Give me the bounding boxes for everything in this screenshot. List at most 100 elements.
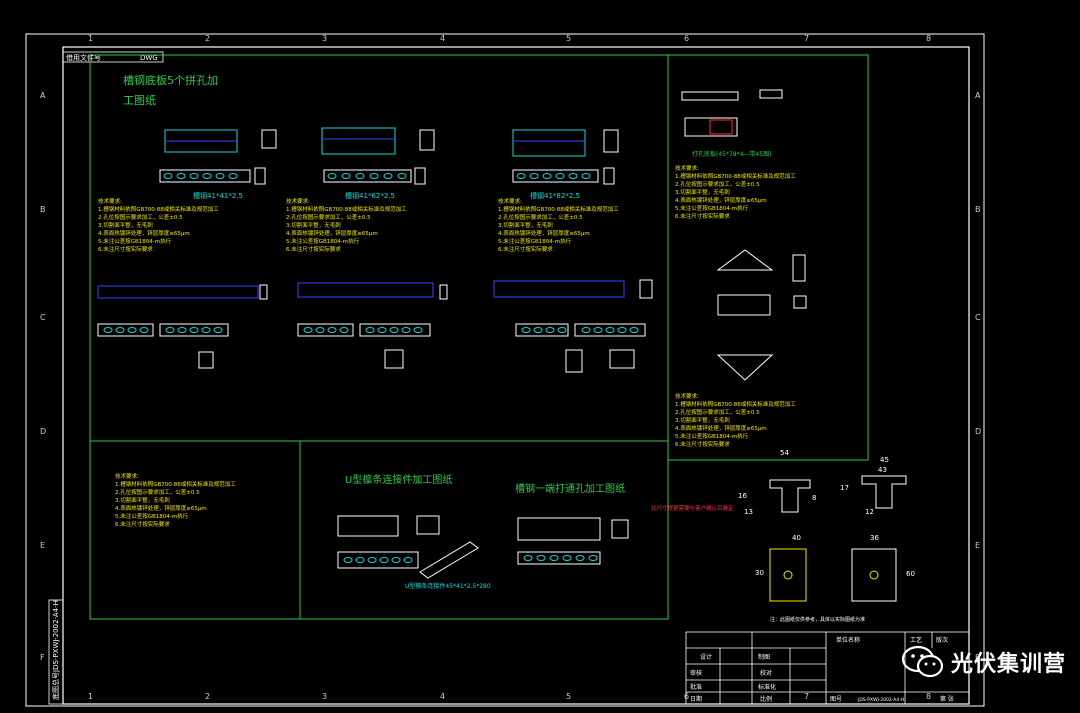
slot-hole (536, 555, 546, 561)
slot-hole (355, 557, 365, 563)
slot-hole (557, 327, 567, 333)
tech-note-line: 1.槽钢材料依照GB700-88或相关标准及规范加工 (98, 205, 219, 213)
tech-note-line: 4.表面热镀锌处理，锌层厚度≥65μm (498, 229, 590, 237)
tech-note-line: 2.孔位按图示要求加工，公差±0.5 (115, 488, 200, 496)
panel-title: 槽钢底板5个拼孔加 (123, 73, 218, 87)
tech-note-line: 技术要求: (675, 164, 699, 172)
slot-hole (315, 327, 325, 333)
tech-note-line: 4.表面热镀锌处理，锌层厚度≥65μm (115, 504, 207, 512)
tech-note-line: 5.未注公差按GB1804-m执行 (115, 512, 189, 520)
slot-hole (391, 557, 401, 563)
channel-group-3: 槽钢41*82*2.5 (512, 129, 619, 200)
slot-hole (341, 173, 351, 179)
tech-note-line: 6.未注尺寸按实际要求 (286, 245, 341, 253)
slot-hole (523, 555, 533, 561)
tech-note-line: 2.孔位按图示要求加工，公差±0.5 (675, 180, 760, 188)
slot-hole (533, 327, 543, 333)
tech-note-line: 3.切割面平整，无毛刺 (675, 416, 730, 424)
dim-60: 60 (906, 570, 915, 578)
col-mark: 8 (926, 34, 931, 43)
tech-note-line: 3.切割面平整，无毛刺 (498, 221, 553, 229)
row-mark: E (975, 541, 980, 550)
slot-hole (115, 327, 125, 333)
tech-note-line: 6.未注尺寸按实际要求 (115, 520, 170, 528)
dim-16: 16 (738, 492, 747, 500)
tech-note-line: 5.未注公差按GB1804-m执行 (675, 204, 749, 212)
panel-right (667, 54, 869, 461)
tech-note-line: 3.切割面平整，无毛刺 (675, 188, 730, 196)
tech-notes-6: 技术要求:1.槽钢材料依照GB700-88或相关标准及规范加工2.孔位按图示要求… (115, 472, 236, 528)
row-mark: C (40, 313, 46, 322)
slot-hole (327, 173, 337, 179)
col-mark: 2 (205, 34, 210, 43)
tb-audit: 校对 (760, 669, 772, 677)
tech-note-line: 3.切割面平整，无毛刺 (115, 496, 170, 504)
tech-note-line: 4.表面热镀锌处理，锌层厚度≥65μm (286, 229, 378, 237)
row-mark: A (975, 91, 981, 100)
tech-notes-1: 技术要求:1.槽钢材料依照GB700-88或相关标准及规范加工2.孔位按图示要求… (98, 197, 219, 253)
slot-hole (581, 327, 591, 333)
tech-notes-5: 技术要求:1.槽钢材料依照GB700-88或相关标准及规范加工2.孔位按图示要求… (675, 392, 796, 448)
col-mark: 4 (440, 692, 445, 701)
slot-hole (397, 173, 407, 179)
slot-hole (355, 173, 365, 179)
tb-code: JDS-PXWJ-2002-A4-H (857, 697, 904, 703)
tech-note-line: 2.孔位按图示要求加工，公差±0.5 (498, 213, 583, 221)
tech-note-line: 2.孔位按图示要求加工，公差±0.5 (98, 213, 183, 221)
slot-hole (189, 327, 199, 333)
tech-note-line: 5.未注公差按GB1804-m执行 (98, 237, 172, 245)
tech-note-line: 技术要求: (115, 472, 139, 480)
tech-note-line: 2.孔位按图示要求加工，公差±0.5 (286, 213, 371, 221)
slot-hole (165, 327, 175, 333)
slot-hole (215, 173, 225, 179)
col-mark: 1 (88, 34, 93, 43)
corner-code: DWG (140, 54, 158, 62)
slot-hole (413, 327, 423, 333)
tech-note-line: 5.未注公差按GB1804-m执行 (675, 432, 749, 440)
col-mark: 4 (440, 34, 445, 43)
tb-graph-no: 图号 (830, 696, 842, 703)
tech-note-line: 技术要求: (286, 197, 310, 205)
dim-label-3: 槽钢41*82*2.5 (530, 191, 580, 200)
slot-hole (228, 173, 238, 179)
side-code: 底图总号JDS-PXWJ-2002-A4-H (51, 600, 60, 700)
dim-12: 12 (865, 508, 874, 516)
slot-hole (379, 557, 389, 563)
slot-hole (529, 173, 539, 179)
tech-note-line: 6.未注尺寸按实际要求 (98, 245, 153, 253)
tech-notes-3: 技术要求:1.槽钢材料依照GB700-88或相关标准及规范加工2.孔位按图示要求… (498, 197, 619, 253)
tech-note-line: 技术要求: (675, 392, 699, 400)
tb-check: 审核 (690, 669, 702, 677)
tb-date: 日期 (690, 695, 702, 703)
slot-hole (542, 173, 552, 179)
wechat-icon (901, 645, 944, 678)
corner-note: 借用文件号 (66, 53, 101, 62)
col-mark: 1 (88, 692, 93, 701)
inner-frame (62, 46, 970, 705)
slot-hole (377, 327, 387, 333)
dim-8: 8 (812, 494, 816, 502)
dim-54: 54 (780, 449, 789, 457)
col-mark: 6 (684, 34, 689, 43)
col-mark: 8 (926, 692, 931, 701)
slot-hole (555, 173, 565, 179)
tech-note-line: 6.未注尺寸按实际要求 (675, 440, 730, 448)
watermark: 光伏集训营 (901, 645, 1066, 679)
tb-approve: 批准 (690, 683, 702, 691)
row-mark: B (40, 205, 46, 214)
row-mark: B (975, 205, 981, 214)
slot-hole (343, 557, 353, 563)
slot-hole (213, 327, 223, 333)
tech-note-line: 5.未注公差按GB1804-m执行 (498, 237, 572, 245)
col-mark: 6 (684, 692, 689, 701)
tech-note-line: 1.槽钢材料依照GB700-88或相关标准及规范加工 (498, 205, 619, 213)
tech-note-line: 6.未注尺寸按实际要求 (675, 212, 730, 220)
tech-notes-4: 技术要求:1.槽钢材料依照GB700-88或相关标准及规范加工2.孔位按图示要求… (675, 164, 796, 220)
tech-notes-2: 技术要求:1.槽钢材料依照GB700-88或相关标准及规范加工2.孔位按图示要求… (286, 197, 407, 253)
col-mark: 5 (566, 692, 571, 701)
col-mark: 2 (205, 692, 210, 701)
dim-30: 30 (755, 569, 764, 577)
slot-hole (202, 173, 212, 179)
tech-note-line: 6.未注尺寸按实际要求 (498, 245, 553, 253)
